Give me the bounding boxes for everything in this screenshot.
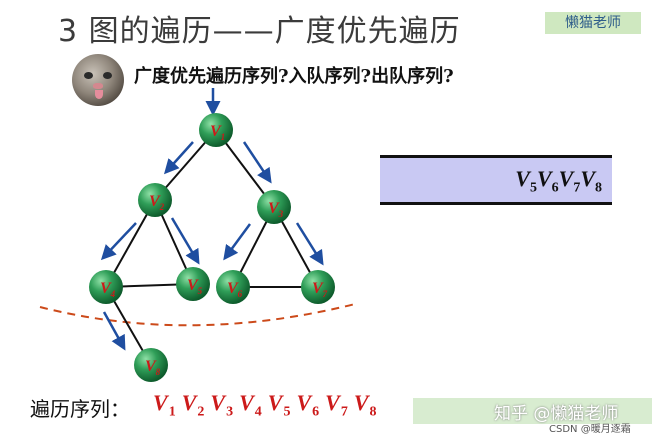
arrow-v4-v8 [104, 312, 124, 348]
node-v2: V2 [138, 183, 172, 217]
traversal-item-3: V3 [210, 390, 234, 415]
traversal-item-1: V1 [153, 390, 177, 415]
queue-box: V5V6V7V8 [380, 155, 612, 205]
queue-item-1: V5 [515, 166, 537, 191]
arrow-v1-v3 [244, 142, 270, 181]
csdn-watermark: CSDN @暖月逐霜 [549, 420, 631, 435]
traversal-item-4: V4 [239, 390, 263, 415]
node-v8: V8 [134, 348, 168, 382]
graph-edges [106, 130, 318, 365]
node-v7: V7 [301, 270, 335, 304]
queue-item-3: V7 [559, 166, 581, 191]
node-v5: V5 [176, 267, 210, 301]
queue-items: V5V6V7V8 [515, 166, 602, 196]
arrow-v3-v6 [225, 224, 250, 258]
dashed-curve [40, 304, 355, 325]
traversal-item-8: V8 [354, 390, 378, 415]
node-v3: V3 [257, 190, 291, 224]
traversal-item-5: V5 [268, 390, 292, 415]
node-v1: V1 [199, 113, 233, 147]
node-v6: V6 [216, 270, 250, 304]
queue-item-2: V6 [537, 166, 559, 191]
traversal-item-7: V7 [325, 390, 349, 415]
traversal-item-2: V2 [182, 390, 206, 415]
traversal-label: 遍历序列： [30, 393, 130, 422]
queue-item-4: V8 [580, 166, 602, 191]
traversal-item-6: V6 [296, 390, 320, 415]
arrow-v2-v5 [172, 218, 198, 262]
arrow-v1-v2 [166, 142, 193, 172]
node-v4: V4 [89, 270, 123, 304]
